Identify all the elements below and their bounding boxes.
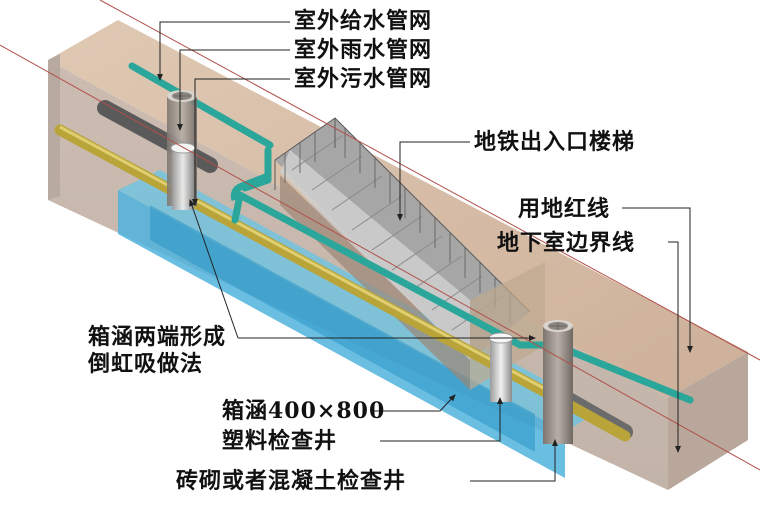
label-rain-water-network: 室外雨水管网 bbox=[294, 37, 433, 63]
right-brick-well bbox=[543, 320, 573, 444]
label-culvert-ends-line2: 倒虹吸做法 bbox=[88, 351, 204, 377]
label-sewage-network: 室外污水管网 bbox=[294, 66, 433, 92]
box-culvert-inner bbox=[150, 205, 535, 452]
red-line-top bbox=[99, 0, 760, 361]
label-water-supply-network: 室外给水管网 bbox=[294, 8, 433, 34]
label-basement-boundary: 地下室边界线 bbox=[497, 230, 636, 256]
label-land-red-line: 用地红线 bbox=[518, 196, 611, 222]
red-line-bottom bbox=[0, 44, 760, 471]
label-culvert-size: 箱涵400×800 bbox=[222, 398, 386, 424]
soil-left-face bbox=[48, 54, 60, 200]
label-brick-well: 砖砌或者混凝土检查井 bbox=[176, 468, 407, 494]
label-metro-stairs: 地铁出入口楼梯 bbox=[474, 129, 636, 155]
teal-water-pipe bbox=[128, 62, 694, 404]
label-plastic-well: 塑料检查井 bbox=[222, 428, 338, 454]
label-culvert-ends-line1: 箱涵两端形成 bbox=[88, 324, 227, 350]
soil-side-face bbox=[668, 352, 748, 490]
left-plastic-well bbox=[170, 142, 196, 210]
right-plastic-well bbox=[488, 332, 514, 402]
